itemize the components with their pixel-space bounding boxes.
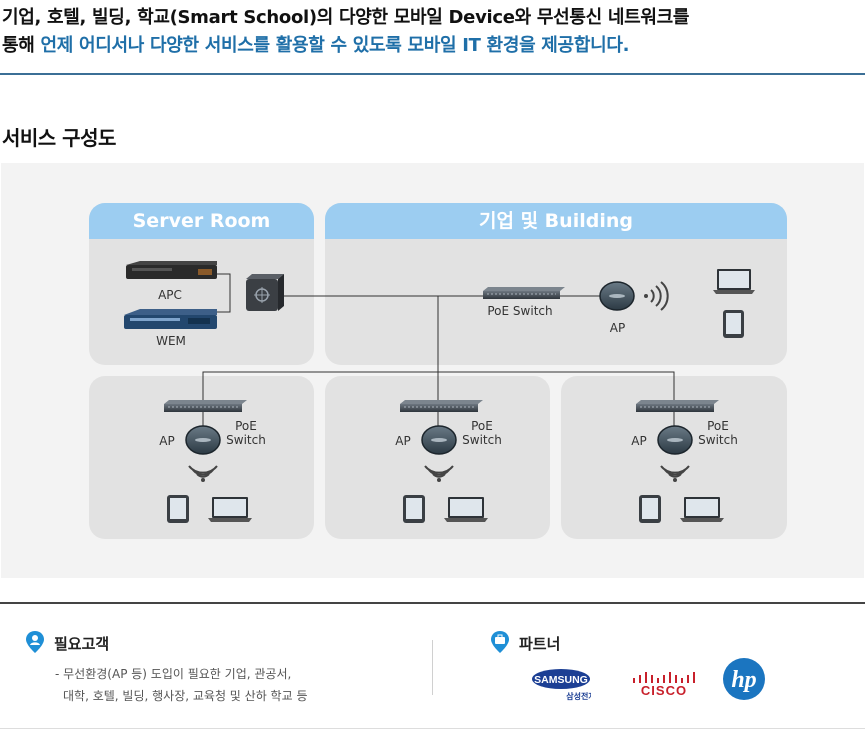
bottom-divider [0, 602, 865, 604]
samsung-sub: 삼성전자 [566, 691, 591, 701]
cisco-logo-mark: CISCO [633, 672, 695, 698]
site-panel-3 [561, 376, 787, 539]
building-ap-label: AP [609, 321, 626, 335]
poe-label-line-2: Switch [226, 433, 266, 447]
server-room-title: Server Room [89, 203, 314, 239]
poe-label-line-2: Switch [698, 433, 738, 447]
cisco-logo: CISCO [630, 670, 700, 700]
briefcase-pin-icon [491, 631, 509, 653]
intro-line-2-prefix: 통해 [2, 35, 41, 56]
site-panel-2 [325, 376, 550, 539]
bottom-end-divider [0, 728, 865, 729]
customers-line-2: 대학, 호텔, 빌딩, 행사장, 교육청 및 산하 학교 등 [63, 689, 308, 703]
customers-description: - 무선환경(AP 등) 도입이 필요한 기업, 관공서, 대학, 호텔, 빌딩… [55, 663, 308, 707]
customers-line-1: - 무선환경(AP 등) 도입이 필요한 기업, 관공서, [55, 667, 292, 681]
wem-label: WEM [156, 334, 186, 348]
hp-logo: hp [722, 657, 766, 701]
intro-line-2: 통해 언제 어디서나 다양한 서비스를 활용할 수 있도록 모바일 IT 환경을… [2, 32, 862, 60]
building-panel: 기업 및 Building [325, 203, 787, 365]
hp-word: hp [731, 667, 756, 693]
samsung-logo: SAMSUNG 삼성전자 [531, 667, 596, 703]
intro-text: 기업, 호텔, 빌딩, 학교(Smart School)의 다양한 모바일 De… [2, 4, 862, 60]
site-3-ap-label: AP [631, 434, 647, 448]
hp-logo-mark: hp [723, 658, 765, 700]
site-panel-1 [89, 376, 314, 539]
poe-label-line-2: Switch [462, 433, 502, 447]
poe-label-line-1: PoE [707, 419, 729, 433]
vertical-divider [432, 640, 433, 695]
intro-line-1: 기업, 호텔, 빌딩, 학교(Smart School)의 다양한 모바일 De… [2, 7, 690, 28]
poe-label-line-1: PoE [471, 419, 493, 433]
samsung-word: SAMSUNG [534, 674, 588, 686]
site-1-ap-label: AP [159, 434, 175, 448]
top-divider [0, 73, 865, 75]
apc-label: APC [158, 288, 182, 302]
poe-label-line-1: PoE [235, 419, 257, 433]
building-poe-switch-label: PoE Switch [487, 304, 553, 318]
samsung-logo-mark: SAMSUNG 삼성전자 [532, 669, 596, 701]
intro-highlight: 언제 어디서나 다양한 서비스를 활용할 수 있도록 모바일 IT 환경을 제공… [40, 35, 630, 56]
site-2-ap-label: AP [395, 434, 411, 448]
cisco-word: CISCO [641, 683, 687, 698]
building-title: 기업 및 Building [325, 203, 787, 239]
section-title: 서비스 구성도 [2, 126, 116, 150]
partners-title: 파트너 [519, 635, 561, 653]
server-room-panel: Server Room [89, 203, 314, 365]
customers-title: 필요고객 [54, 635, 110, 653]
location-pin-icon [26, 631, 44, 653]
